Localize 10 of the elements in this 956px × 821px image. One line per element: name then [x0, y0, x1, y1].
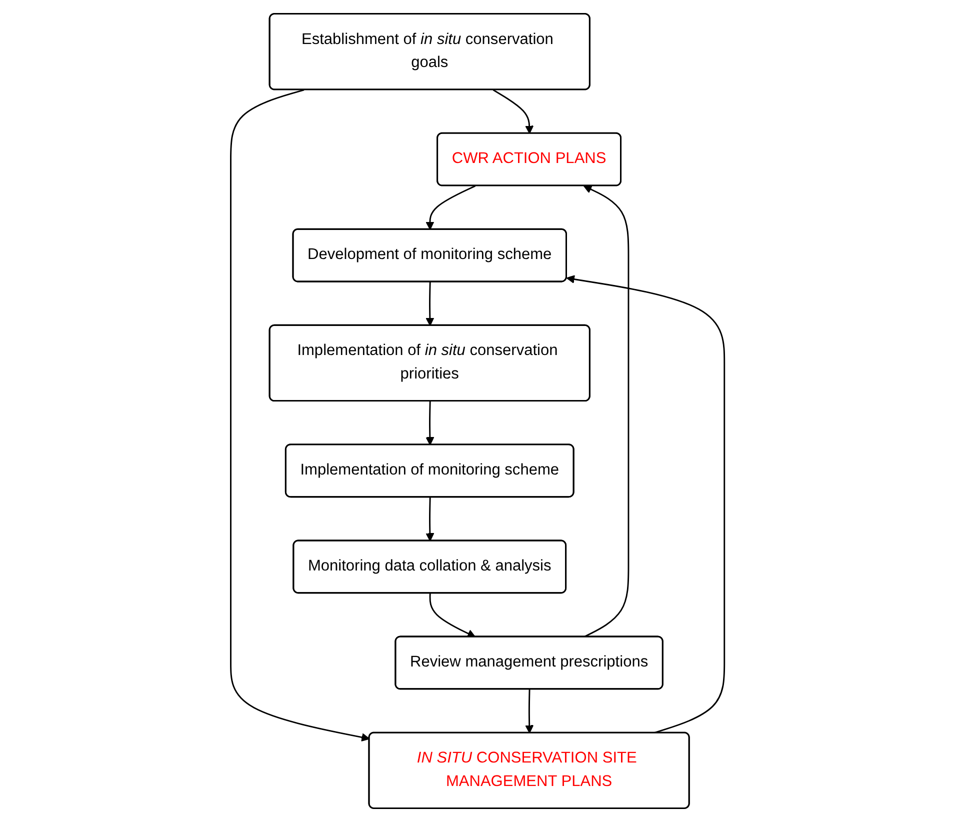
arrow: [493, 88, 534, 134]
arrow: [526, 688, 534, 733]
arrow: [230, 88, 370, 742]
arrow: [430, 592, 476, 637]
arrow: [426, 400, 435, 445]
arrow: [584, 184, 630, 638]
arrow: [426, 496, 435, 541]
arrow: [426, 184, 476, 230]
arrow: [426, 281, 435, 326]
arrow: [566, 274, 726, 734]
